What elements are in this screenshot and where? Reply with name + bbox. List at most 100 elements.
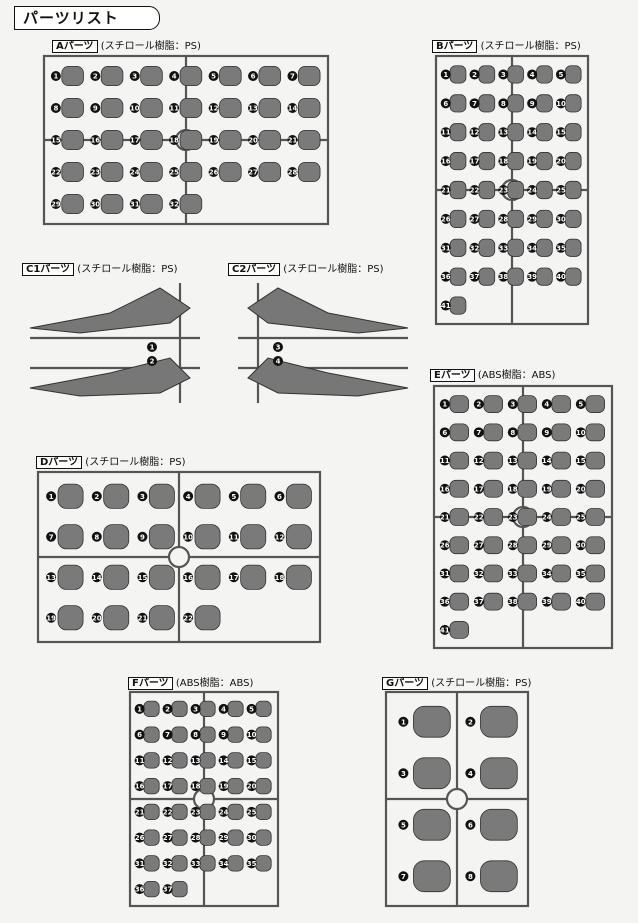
part-number-marker: [46, 491, 57, 502]
part-number-label: 1: [150, 344, 155, 352]
part-shape: [585, 564, 605, 583]
part-shape: [564, 65, 582, 84]
part-number-marker: [440, 271, 451, 282]
part-shape: [507, 65, 524, 84]
part-number-marker: [398, 716, 409, 727]
part-shape: [255, 700, 272, 717]
part-number-marker: [134, 703, 145, 714]
part-shape: [564, 123, 582, 142]
part-shape: [551, 536, 572, 555]
part-number-label: 9: [93, 105, 98, 113]
part-number-label: 16: [441, 158, 451, 166]
part-number-label: 4: [276, 358, 281, 366]
part-shape: [483, 564, 504, 583]
part-shape: [219, 162, 242, 183]
part-shape: [255, 726, 272, 743]
part-shape: [143, 880, 160, 898]
part-shape: [517, 395, 538, 413]
part-number-label: 26: [441, 215, 451, 223]
part-shape: [449, 65, 467, 84]
part-number-label: 2: [93, 73, 98, 81]
part-number-marker: [90, 199, 101, 209]
part-number-marker: [50, 71, 61, 81]
part-shape: [240, 483, 267, 509]
part-shape: [148, 605, 175, 631]
part-shape: [100, 130, 124, 151]
part-number-marker: [439, 399, 450, 410]
part-number-label: 20: [92, 614, 102, 622]
part-number-label: 18: [498, 158, 508, 166]
part-shape: [585, 536, 605, 555]
part-shape: [179, 98, 203, 119]
part-shape: [507, 209, 524, 228]
part-number-label: 27: [474, 542, 484, 550]
part-number-marker: [246, 832, 257, 843]
part-shape: [143, 752, 160, 769]
part-shape: [517, 592, 538, 611]
part-number-marker: [439, 512, 450, 522]
part-number-label: 6: [468, 821, 473, 829]
part-shape: [449, 94, 467, 113]
part-number-label: 35: [556, 244, 566, 252]
part-number-label: 16: [135, 783, 145, 791]
part-number-label: 1: [49, 493, 54, 501]
part-number-marker: [473, 455, 484, 466]
part-shape: [449, 296, 467, 315]
part-number-label: 23: [508, 514, 518, 522]
part-number-marker: [527, 156, 538, 167]
part-number-label: 5: [249, 705, 254, 713]
part-shape: [143, 829, 160, 846]
sheet-f-material: (ABS樹脂：ABS): [175, 678, 254, 689]
part-shape: [551, 508, 572, 526]
part-number-marker: [469, 69, 480, 80]
part-number-marker: [398, 819, 409, 830]
part-number-label: 38: [498, 273, 508, 281]
part-shape: [240, 524, 267, 550]
part-number-label: 22: [51, 169, 61, 177]
part-shape: [507, 94, 524, 113]
part-number-marker: [440, 185, 451, 195]
part-number-marker: [183, 531, 194, 542]
part-shape: [143, 855, 160, 872]
part-number-marker: [507, 540, 518, 551]
part-shape: [517, 536, 538, 555]
page-title: パーツリスト: [14, 6, 160, 30]
part-number-label: 4: [468, 770, 473, 778]
sheet-d-material: (スチロール樹脂：PS): [85, 457, 186, 468]
part-number-label: 7: [472, 100, 477, 108]
part-shape: [171, 829, 188, 846]
part-number-marker: [469, 271, 480, 282]
part-number-label: 4: [530, 71, 535, 79]
part-shape: [179, 65, 203, 87]
part-number-marker: [274, 491, 285, 502]
part-number-label: 9: [140, 533, 145, 541]
part-number-label: 10: [576, 429, 586, 437]
part-shape: [140, 193, 163, 214]
part-number-label: 36: [135, 886, 145, 894]
part-number-label: 23: [90, 169, 100, 177]
part-shape: [517, 451, 538, 470]
part-shape: [148, 524, 175, 550]
part-number-marker: [137, 531, 148, 542]
part-number-label: 21: [138, 614, 148, 622]
part-number-marker: [218, 781, 229, 792]
part-number-marker: [129, 135, 140, 145]
part-number-label: 7: [49, 533, 54, 541]
part-shape: [255, 778, 272, 795]
part-shape: [449, 479, 470, 498]
part-number-marker: [137, 572, 148, 583]
part-number-label: 29: [527, 215, 537, 223]
part-number-marker: [465, 716, 476, 727]
part-number-marker: [575, 455, 586, 466]
part-number-marker: [541, 596, 552, 607]
part-number-label: 8: [510, 429, 515, 437]
part-number-marker: [248, 71, 259, 81]
part-shape: [194, 524, 221, 550]
part-shape: [480, 757, 518, 790]
part-shape: [507, 180, 524, 200]
part-number-label: 7: [476, 429, 481, 437]
